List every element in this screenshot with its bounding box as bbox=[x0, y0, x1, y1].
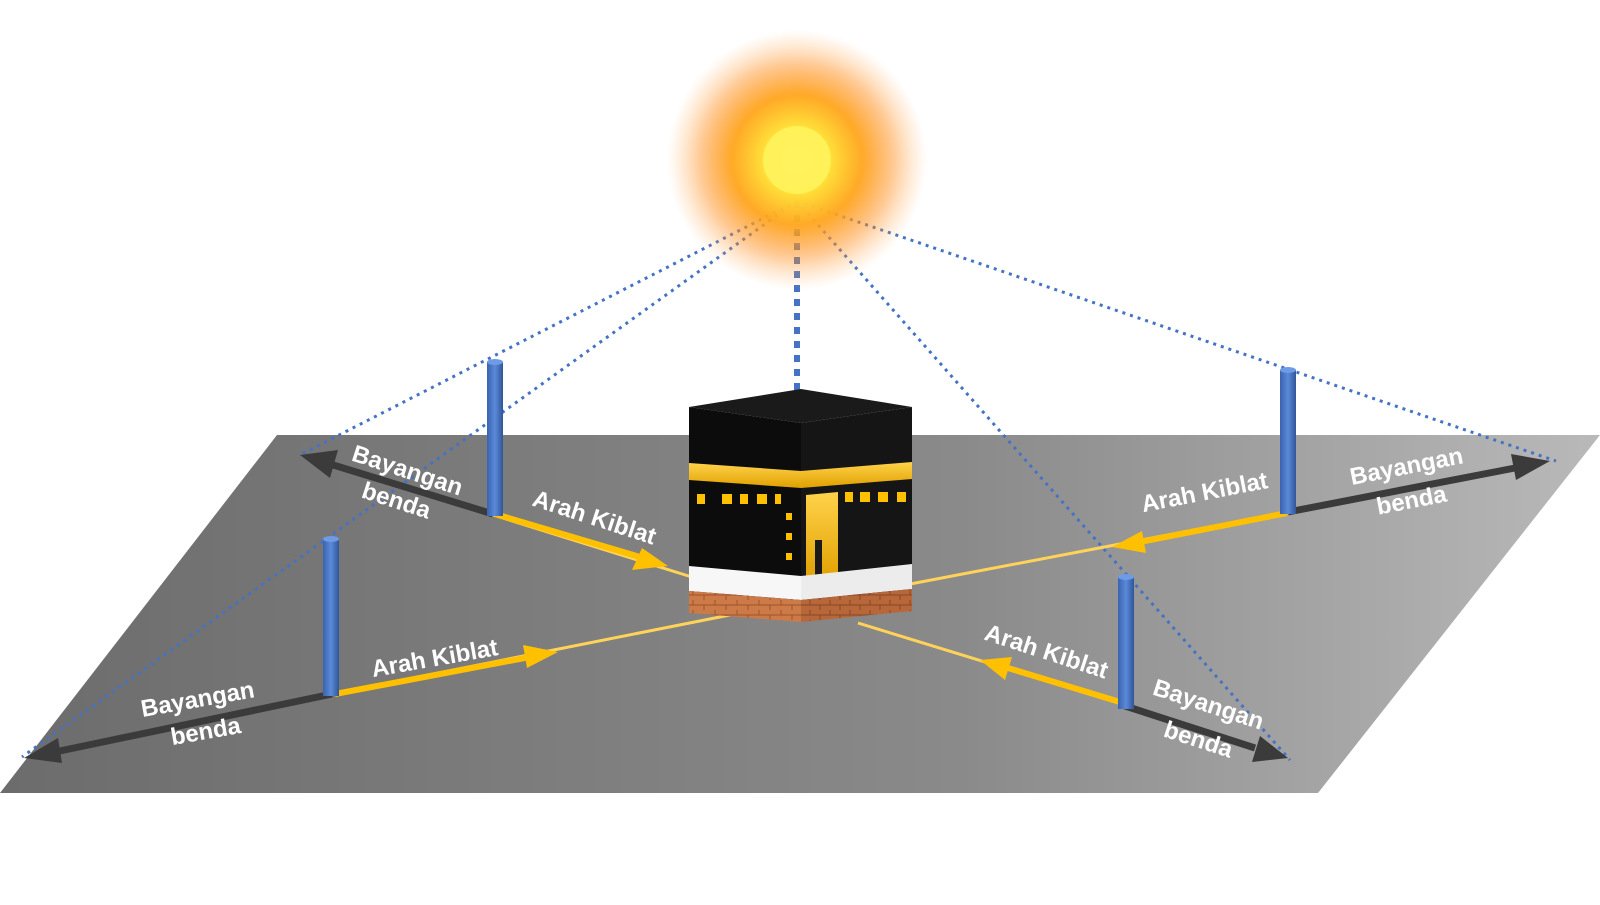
pole-bottom-right bbox=[1118, 574, 1134, 709]
kaaba-icon bbox=[689, 389, 912, 622]
pole-bottom-left bbox=[323, 536, 339, 696]
pole-top-left bbox=[487, 359, 503, 516]
pole-top-right bbox=[1280, 367, 1296, 514]
sun-icon bbox=[667, 30, 927, 290]
